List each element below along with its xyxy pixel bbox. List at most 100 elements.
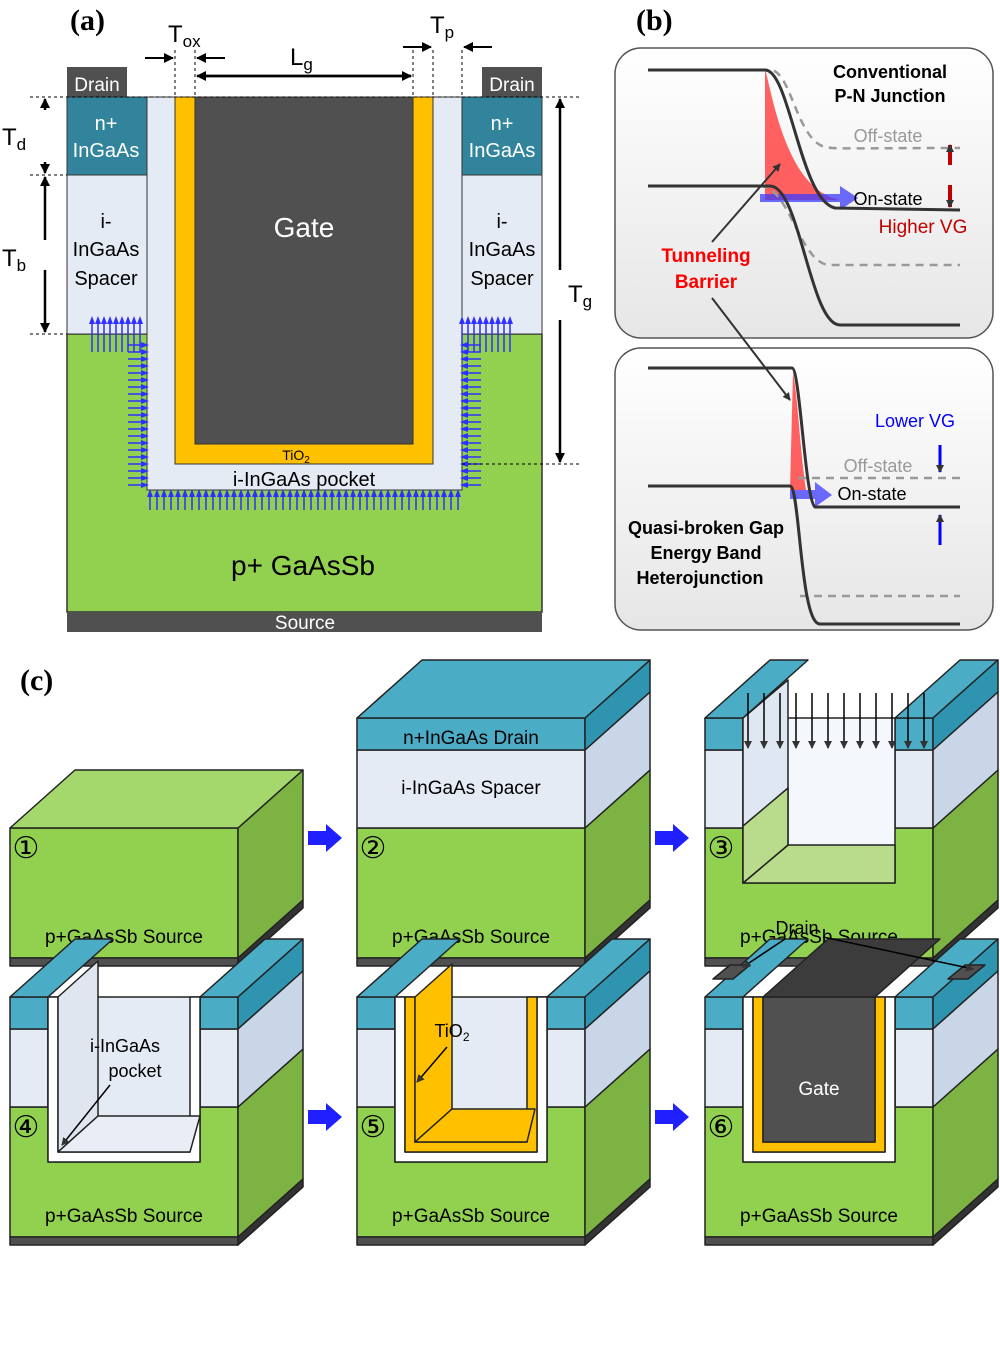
tunneling-arrowhead <box>322 489 328 497</box>
tio2-subscript: 2 <box>463 1030 470 1044</box>
quasi-title-2: Energy Band <box>650 543 761 563</box>
tunneling-arrowhead <box>224 489 230 497</box>
pocket-label-2: pocket <box>108 1061 161 1081</box>
tunneling-arrowhead <box>448 489 454 497</box>
tunneling-arrowhead <box>175 489 181 497</box>
tunneling-arrowhead <box>460 447 468 453</box>
spacer-word-right: Spacer <box>470 268 534 290</box>
tunneling-arrowhead <box>189 489 195 497</box>
step-number-2: ② <box>360 832 387 865</box>
tunneling-arrowhead <box>460 419 468 425</box>
tunneling-arrowhead <box>460 370 468 376</box>
tunneling-arrowhead <box>460 356 468 362</box>
tunneling-arrowhead <box>378 489 384 497</box>
tunneling-arrowhead <box>489 316 495 324</box>
pocket-label: i-InGaAs pocket <box>233 469 376 491</box>
spacer-front <box>894 1028 934 1108</box>
tunneling-arrowhead <box>245 489 251 497</box>
tunneling-arrowhead <box>460 482 468 488</box>
tox-label: Tox <box>168 21 201 51</box>
offstate-label-bottom: Off-state <box>844 456 913 476</box>
drain-label: Drain <box>775 918 818 938</box>
tunneling-arrowhead <box>465 316 471 324</box>
tunneling-arrowhead <box>141 426 149 432</box>
drain-layer-label: n+InGaAs Drain <box>403 728 539 749</box>
tunneling-arrowhead <box>131 316 137 324</box>
tunneling-pointer-bottom <box>711 297 791 401</box>
drain-front <box>9 996 49 1030</box>
tunneling-arrowhead <box>460 440 468 446</box>
ingaas-label-right: InGaAs <box>469 140 536 162</box>
tunneling-arrowhead <box>137 316 143 324</box>
tunneling-arrowhead <box>141 377 149 383</box>
tunneling-flow-top <box>760 186 858 210</box>
tunneling-arrowhead <box>141 454 149 460</box>
tunneling-arrowhead <box>141 482 149 488</box>
tunneling-arrowhead <box>308 489 314 497</box>
drain-label-left: Drain <box>74 75 119 96</box>
higher-vg-label: Higher VG <box>879 217 968 238</box>
tunneling-arrowhead <box>238 489 244 497</box>
tunneling-arrowhead <box>483 316 489 324</box>
tunneling-arrowhead <box>273 489 279 497</box>
lg-label: Lg <box>290 44 313 74</box>
spacer-side <box>932 970 999 1108</box>
tunneling-arrowhead <box>336 489 342 497</box>
base-plate-side <box>584 1178 651 1246</box>
tunneling-arrowhead <box>217 489 223 497</box>
drain-front <box>704 717 744 751</box>
drain-top <box>356 938 461 998</box>
tunneling-arrowhead <box>460 363 468 369</box>
tunneling-arrowhead <box>420 489 426 497</box>
tunneling-arrowhead <box>495 316 501 324</box>
tunneling-arrowhead <box>147 489 153 497</box>
tunneling-arrowhead <box>507 316 513 324</box>
n-plus-label-right: n+ <box>491 113 514 135</box>
spacer-side <box>237 970 304 1108</box>
tunneling-arrowhead <box>357 489 363 497</box>
gate-label: Gate <box>274 212 335 243</box>
tunneling-arrowhead <box>210 489 216 497</box>
lower-vg-label: Lower VG <box>875 411 955 431</box>
n-plus-ingaas-left <box>66 96 148 176</box>
flow-arrow <box>308 1103 342 1131</box>
tunneling-arrowhead <box>113 316 119 324</box>
tunneling-arrowhead <box>89 316 95 324</box>
td-label: Td <box>2 124 26 154</box>
tunneling-arrowhead <box>141 468 149 474</box>
tunneling-barrier-bottom <box>790 372 806 490</box>
tunneling-arrowhead <box>434 489 440 497</box>
spacer-i-right: i- <box>496 211 507 233</box>
panel-b: (b) Conventional P-N Junction Off-state … <box>614 4 994 631</box>
base-plate-side <box>237 1178 304 1246</box>
source-contact <box>67 612 542 632</box>
tunneling-arrowhead <box>280 489 286 497</box>
tunneling-arrowhead <box>460 342 468 348</box>
ingaas-label-left: InGaAs <box>73 140 140 162</box>
tunneling-arrowhead <box>182 489 188 497</box>
source-label: Source <box>275 613 335 634</box>
tunneling-arrowhead <box>231 489 237 497</box>
tunneling-arrowhead <box>413 489 419 497</box>
drain-top <box>356 659 651 719</box>
tunneling-arrowhead <box>460 391 468 397</box>
tunneling-arrowhead <box>141 447 149 453</box>
tunneling-arrowhead <box>203 489 209 497</box>
tunneling-arrowhead <box>141 349 149 355</box>
tunneling-arrowhead <box>501 316 507 324</box>
substrate-top <box>9 769 304 829</box>
trench-wall-green <box>742 787 789 884</box>
tunneling-arrowhead <box>315 489 321 497</box>
base-plate-front <box>356 1236 586 1246</box>
tunneling-arrowhead <box>95 316 101 324</box>
base-plate-front <box>9 957 239 967</box>
tunneling-arrowhead <box>141 363 149 369</box>
tunneling-arrowhead <box>141 433 149 439</box>
n-plus-ingaas-right <box>461 96 543 176</box>
tunneling-arrowhead <box>168 489 174 497</box>
tunneling-arrowhead <box>460 426 468 432</box>
